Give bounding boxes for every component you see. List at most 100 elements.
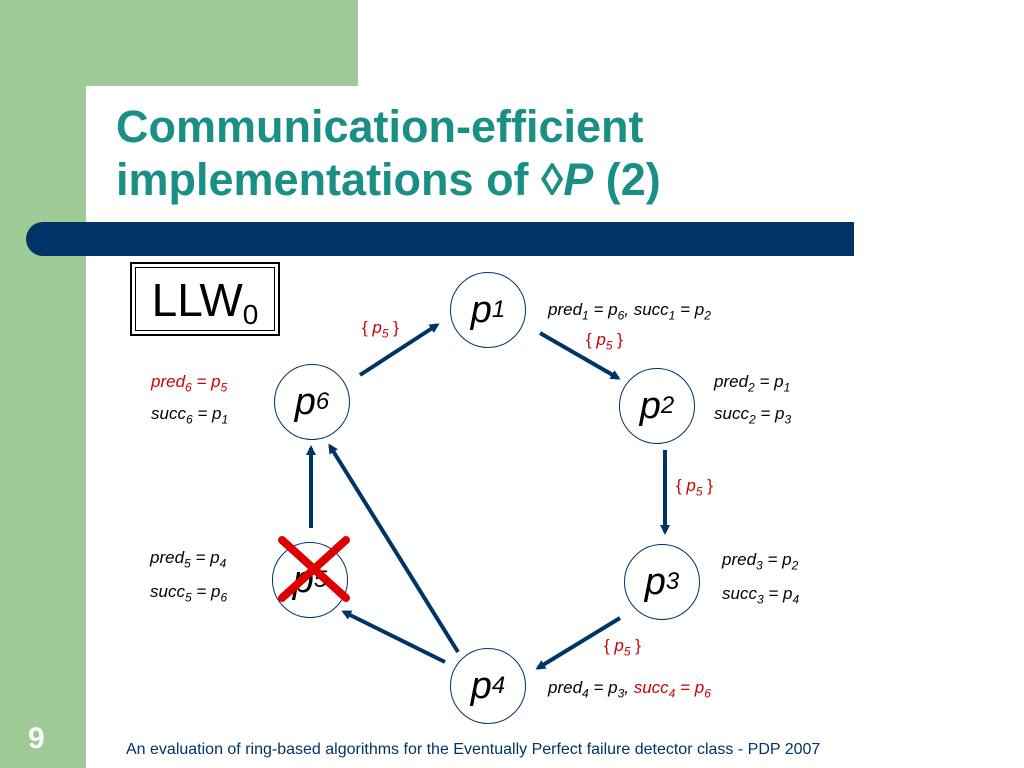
- p3-pred-val: p: [782, 550, 792, 569]
- label-p5-succ: succ5 = p6: [150, 582, 228, 605]
- node-p6-letter: p: [294, 380, 316, 423]
- label-p5-pred: pred5 = p4: [150, 548, 227, 571]
- p5-succ-val: p: [211, 582, 221, 601]
- slide-footer: An evaluation of ring-based algorithms f…: [126, 741, 821, 758]
- message-2-close: }: [612, 330, 623, 349]
- p3-pred-name: pred: [722, 550, 757, 569]
- arrow-p4-p5: [341, 610, 446, 664]
- p4-succ-val: p: [694, 678, 705, 697]
- p2-succ-val-idx: 3: [784, 412, 792, 427]
- message-2-letter: p: [596, 330, 606, 349]
- message-p2-p3: { p5 }: [676, 476, 713, 498]
- algorithm-name-text: LLW: [151, 274, 243, 326]
- sidebar-background: [0, 0, 86, 768]
- message-p3-p4: { p5 }: [604, 636, 641, 658]
- message-1-open: {: [362, 318, 373, 337]
- message-1-index: 5: [381, 326, 389, 341]
- node-p4-letter: p: [470, 664, 492, 707]
- label-p1: pred1 = p6, succ1 = p2: [548, 300, 711, 323]
- message-1-close: }: [388, 318, 399, 337]
- label-p6-pred: pred6 = p5: [151, 372, 228, 395]
- p1-succ-val: p: [694, 300, 705, 319]
- p5-pred-name: pred: [150, 548, 185, 567]
- arrow-p6-p1: [358, 323, 440, 377]
- top-band-background: [0, 0, 358, 86]
- p3-pred-idx: 3: [756, 558, 763, 573]
- p4-pred-val: p: [608, 678, 618, 697]
- p3-succ-val-idx: 4: [792, 592, 800, 607]
- p6-succ-idx: 6: [185, 412, 193, 427]
- p1-pred-name: pred: [548, 300, 583, 319]
- p4-succ-val-idx: 6: [704, 686, 711, 701]
- p5-succ-val-idx: 6: [220, 590, 228, 605]
- failure-x-mark-icon: [278, 536, 350, 602]
- node-p1-letter: p: [470, 288, 492, 331]
- message-p1-p2: { p5 }: [586, 330, 623, 352]
- p6-succ-name: succ: [151, 404, 186, 423]
- node-p6-index: 6: [315, 388, 330, 415]
- p6-succ-val: p: [212, 404, 222, 423]
- message-1-letter: p: [372, 318, 382, 337]
- title-line-2-prefix: implementations of ◊: [116, 154, 564, 205]
- p2-pred-name: pred: [714, 372, 749, 391]
- p1-succ-val-idx: 2: [704, 308, 711, 323]
- message-3-close: }: [702, 476, 713, 495]
- p1-succ-name: succ: [633, 300, 669, 319]
- node-p3-letter: p: [644, 560, 666, 603]
- p3-succ-idx: 3: [756, 592, 764, 607]
- message-4-open: {: [604, 636, 615, 655]
- title-line-1: Communication-efficient: [116, 101, 644, 152]
- p3-succ-val: p: [783, 584, 793, 603]
- message-4-close: }: [630, 636, 641, 655]
- message-4-letter: p: [614, 636, 624, 655]
- slide-title: Communication-efficient implementations …: [116, 100, 876, 206]
- p5-succ-idx: 5: [184, 590, 192, 605]
- p6-pred-val-idx: 5: [220, 380, 228, 395]
- p5-succ-name: succ: [150, 582, 185, 601]
- p2-succ-val: p: [775, 404, 785, 423]
- title-line-2-italic: P: [563, 154, 594, 205]
- label-p3-pred: pred3 = p2: [722, 550, 799, 573]
- message-4-index: 5: [623, 644, 631, 659]
- p1-pred-idx: 1: [582, 308, 589, 323]
- p4-pred-idx: 4: [582, 686, 589, 701]
- message-2-index: 5: [605, 338, 613, 353]
- p4-succ-name: succ: [633, 678, 669, 697]
- node-p2-letter: p: [639, 384, 661, 427]
- label-p2-pred: pred2 = p1: [714, 372, 791, 395]
- label-p3-succ: succ3 = p4: [722, 584, 800, 607]
- p5-pred-val-idx: 4: [219, 556, 227, 571]
- arrow-p1-p2: [539, 331, 621, 380]
- p1-succ-idx: 1: [668, 308, 676, 323]
- p1-pred-val: p: [608, 300, 618, 319]
- p3-pred-val-idx: 2: [791, 558, 799, 573]
- p4-pred-name: pred: [548, 678, 583, 697]
- p5-pred-idx: 5: [184, 556, 191, 571]
- algorithm-name: LLW0: [135, 267, 275, 331]
- p2-succ-name: succ: [714, 404, 749, 423]
- arrow-p4-p6: [328, 443, 460, 654]
- message-p6-p1: { p5 }: [362, 318, 399, 340]
- label-p6-succ: succ6 = p1: [151, 404, 229, 427]
- p6-pred-idx: 6: [185, 380, 192, 395]
- p4-succ-idx: 4: [668, 686, 676, 701]
- p6-pred-val: p: [211, 372, 221, 391]
- page-number: 9: [28, 722, 45, 755]
- title-divider-bar: [26, 222, 854, 256]
- algorithm-name-subscript: 0: [242, 299, 259, 330]
- message-2-open: {: [586, 330, 597, 349]
- title-line-2-suffix: (2): [593, 154, 661, 205]
- node-p2-index: 2: [660, 392, 675, 419]
- message-3-letter: p: [686, 476, 696, 495]
- label-p4: pred4 = p3, succ4 = p6: [548, 678, 711, 701]
- title-line-2: implementations of ◊P (2): [116, 153, 876, 206]
- p6-pred-name: pred: [151, 372, 186, 391]
- p4-pred-val-idx: 3: [617, 686, 625, 701]
- p6-succ-val-idx: 1: [221, 412, 229, 427]
